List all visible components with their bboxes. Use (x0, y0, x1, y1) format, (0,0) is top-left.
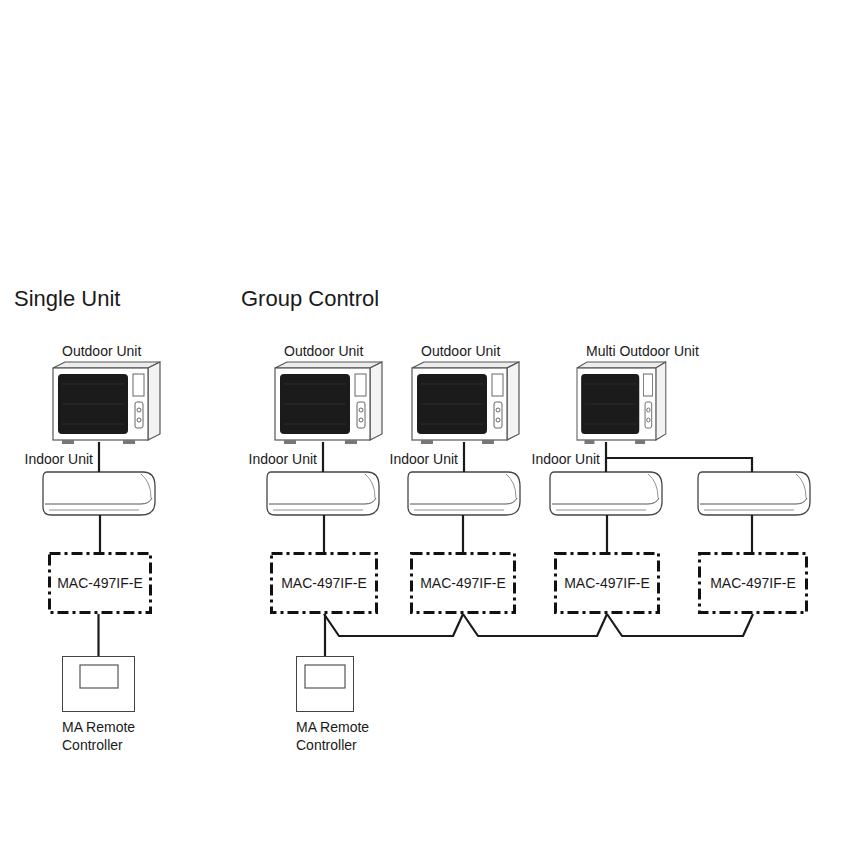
model-name: MAC-497IF-E (564, 575, 650, 592)
section-title: Single Unit (14, 286, 120, 312)
unit-label: Indoor Unit (390, 451, 458, 468)
label-holder: Indoor Unit (532, 451, 600, 468)
wire (324, 614, 326, 656)
interface-box: MAC-497IF-E (410, 552, 516, 614)
label-holder: Indoor Unit (249, 451, 317, 468)
remote-controller: MA Remote Controller (296, 656, 354, 712)
wire (606, 515, 608, 552)
unit-label: Outdoor Unit (421, 343, 500, 360)
interface-box: MAC-497IF-E (48, 552, 152, 614)
label-holder: Outdoor Unit (421, 343, 500, 360)
device-label: MA Remote Controller (62, 718, 158, 754)
wire (463, 614, 607, 636)
unit-label: Indoor Unit (532, 451, 600, 468)
wire (98, 442, 100, 472)
remote-controller: MA Remote Controller (62, 656, 135, 712)
label-holder: Outdoor Unit (284, 343, 363, 360)
indoor-unit: Indoor Unit (43, 472, 155, 515)
outdoor-unit: Outdoor Unit (53, 362, 160, 442)
unit-label: Indoor Unit (249, 451, 317, 468)
unit-label: Indoor Unit (25, 451, 93, 468)
outdoor-unit: Outdoor Unit (412, 362, 520, 442)
model-name: MAC-497IF-E (281, 575, 367, 592)
wire (323, 515, 325, 552)
outdoor-unit: Outdoor Unit (275, 362, 382, 442)
indoor-unit: Indoor Unit (267, 472, 379, 515)
wire (607, 614, 753, 636)
wire (322, 442, 324, 472)
model-name: MAC-497IF-E (57, 575, 143, 592)
interface-box: MAC-497IF-E (270, 552, 378, 614)
interface-box: MAC-497IF-E (698, 552, 808, 614)
label-holder: Indoor Unit (25, 451, 93, 468)
section-title: Group Control (241, 286, 379, 312)
label-holder: Multi Outdoor Unit (586, 343, 699, 360)
indoor-unit: Indoor Unit (408, 472, 520, 515)
wire (99, 515, 101, 552)
outdoor-unit: Multi Outdoor Unit (577, 362, 666, 442)
model-name: MAC-497IF-E (420, 575, 506, 592)
device-label: MA Remote Controller (296, 718, 392, 754)
wire (462, 515, 464, 552)
label-holder: Outdoor Unit (62, 343, 141, 360)
wire (324, 614, 463, 636)
label-holder: Indoor Unit (390, 451, 458, 468)
unit-label: Outdoor Unit (62, 343, 141, 360)
wire (463, 442, 465, 472)
label-holder: MA Remote Controller (296, 718, 392, 754)
unit-label: Multi Outdoor Unit (586, 343, 699, 360)
interface-box: MAC-497IF-E (554, 552, 660, 614)
wire (605, 442, 607, 472)
indoor-unit: Indoor Unit (550, 472, 662, 515)
model-name: MAC-497IF-E (710, 575, 796, 592)
label-holder: MA Remote Controller (62, 718, 158, 754)
wire (97, 614, 99, 656)
unit-label: Outdoor Unit (284, 343, 363, 360)
